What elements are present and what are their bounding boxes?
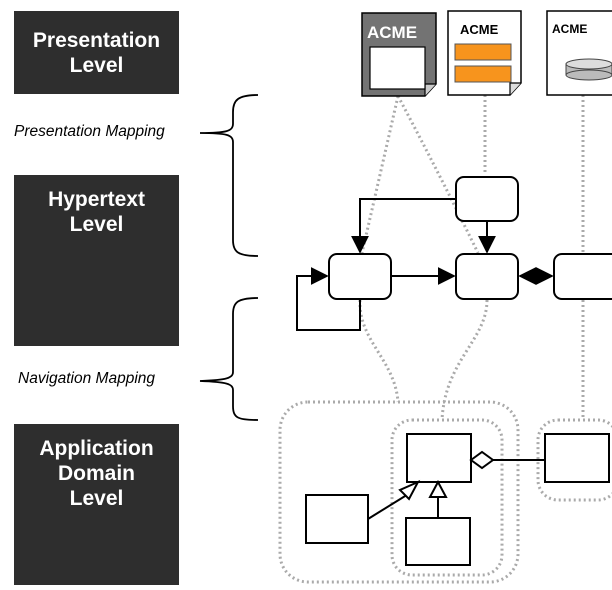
dotted-link-node-a-down xyxy=(358,299,400,403)
database-icon xyxy=(565,58,612,81)
presentation-mapping-brace xyxy=(199,94,259,257)
inheritance-bottom-triangle xyxy=(428,479,448,498)
presentation-level-box: Presentation Level xyxy=(14,11,179,94)
navigation-mapping-label: Navigation Mapping xyxy=(18,370,156,387)
application-level-title-line2: Domain xyxy=(57,462,135,485)
acme-doc1-label: ACME xyxy=(367,23,417,42)
domain-class-right xyxy=(544,433,610,483)
dotted-link-doc1-left xyxy=(360,95,400,254)
hypertext-node-c xyxy=(553,253,612,300)
acme-doc2-label: ACME xyxy=(460,22,499,37)
domain-right-group xyxy=(536,418,612,502)
presentation-mapping-label: Presentation Mapping xyxy=(14,123,165,140)
hypertext-level-box: Hypertext Level xyxy=(14,175,179,346)
aggregation-diamond xyxy=(469,450,495,470)
navigation-mapping-brace xyxy=(199,297,259,421)
link-top-to-a xyxy=(351,198,456,254)
dotted-link-doc1-right xyxy=(396,95,480,254)
domain-class-left xyxy=(305,494,369,544)
application-domain-level-box: Application Domain Level xyxy=(14,424,179,585)
presentation-level-title-line1: Presentation xyxy=(32,28,161,52)
inheritance-left-line xyxy=(367,492,411,520)
domain-inner-group xyxy=(390,418,504,577)
self-loop-a xyxy=(296,267,361,331)
inheritance-left-triangle xyxy=(398,479,421,501)
hypertext-node-top xyxy=(455,176,519,222)
hypertext-level-title-line2: Level xyxy=(69,213,124,236)
application-level-title-line3: Level xyxy=(69,487,124,510)
acme-document-dark: ACME xyxy=(361,12,437,97)
domain-outer-group xyxy=(278,400,520,584)
hypertext-node-b xyxy=(455,253,519,300)
domain-class-bottom xyxy=(405,517,471,566)
hypertext-level-title-line1: Hypertext xyxy=(48,188,145,211)
presentation-level-title-line2: Level xyxy=(69,53,124,77)
acme-doc3-label: ACME xyxy=(552,22,587,36)
acme-document-database: ACME xyxy=(546,10,612,96)
acme-document-orange: ACME xyxy=(447,10,522,96)
hypertext-node-a xyxy=(328,253,392,300)
application-level-title-line1: Application xyxy=(39,437,154,460)
domain-class-superclass xyxy=(406,433,472,483)
